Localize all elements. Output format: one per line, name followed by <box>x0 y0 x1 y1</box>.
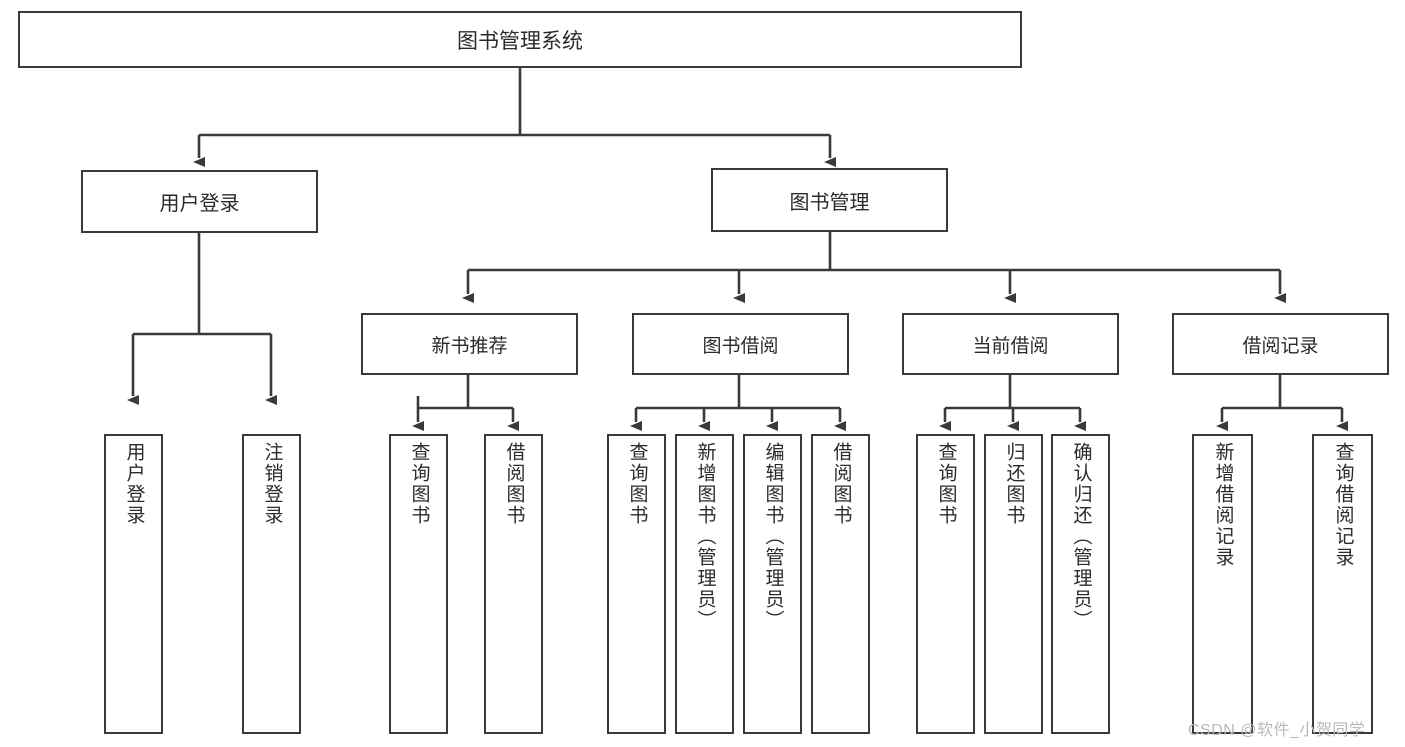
node-borrow-record[interactable]: 借阅记录 <box>1172 313 1389 375</box>
leaf-borrow-edit-book-label: 编辑图书（管理员） <box>762 442 784 631</box>
node-book-borrow[interactable]: 图书借阅 <box>632 313 849 375</box>
node-new-book-recommend[interactable]: 新书推荐 <box>361 313 578 375</box>
node-root-label: 图书管理系统 <box>457 29 583 53</box>
leaf-recommend-borrow-book[interactable]: 借阅图书 <box>484 434 543 734</box>
leaf-user-logout[interactable]: 注销登录 <box>242 434 301 734</box>
leaf-borrow-add-book-label: 新增图书（管理员） <box>694 442 716 631</box>
leaf-recommend-borrow-book-label: 借阅图书 <box>503 442 525 526</box>
leaf-borrow-borrow-book[interactable]: 借阅图书 <box>811 434 870 734</box>
leaf-user-logout-label: 注销登录 <box>261 442 283 526</box>
watermark: CSDN @软件_小贺同学 <box>1188 722 1366 739</box>
node-book-management-label: 图书管理 <box>789 191 870 214</box>
leaf-borrow-query-book[interactable]: 查询图书 <box>607 434 666 734</box>
leaf-current-confirm-return-label: 确认归还（管理员） <box>1070 442 1092 631</box>
leaf-record-add-record[interactable]: 新增借阅记录 <box>1192 434 1253 734</box>
leaf-current-query-book-label: 查询图书 <box>935 442 957 526</box>
node-borrow-record-label: 借阅记录 <box>1242 335 1319 357</box>
leaf-borrow-query-book-label: 查询图书 <box>626 442 648 526</box>
node-root[interactable]: 图书管理系统 <box>18 11 1022 68</box>
leaf-record-add-record-label: 新增借阅记录 <box>1212 442 1234 568</box>
leaf-current-query-book[interactable]: 查询图书 <box>916 434 975 734</box>
leaf-record-query-record-label: 查询借阅记录 <box>1332 442 1354 568</box>
node-current-borrow[interactable]: 当前借阅 <box>902 313 1119 375</box>
leaf-recommend-query-book[interactable]: 查询图书 <box>389 434 448 734</box>
leaf-recommend-query-book-label: 查询图书 <box>408 442 430 526</box>
leaf-borrow-edit-book[interactable]: 编辑图书（管理员） <box>743 434 802 734</box>
leaf-current-return-book-label: 归还图书 <box>1003 442 1025 526</box>
node-current-borrow-label: 当前借阅 <box>972 335 1049 357</box>
leaf-borrow-add-book[interactable]: 新增图书（管理员） <box>675 434 734 734</box>
leaf-record-query-record[interactable]: 查询借阅记录 <box>1312 434 1373 734</box>
leaf-current-return-book[interactable]: 归还图书 <box>984 434 1043 734</box>
leaf-borrow-borrow-book-label: 借阅图书 <box>830 442 852 526</box>
leaf-user-login-label: 用户登录 <box>123 442 145 526</box>
node-user-login[interactable]: 用户登录 <box>81 170 318 233</box>
node-book-management[interactable]: 图书管理 <box>711 168 948 232</box>
leaf-user-login[interactable]: 用户登录 <box>104 434 163 734</box>
node-book-borrow-label: 图书借阅 <box>702 335 779 357</box>
node-user-login-label: 用户登录 <box>159 193 240 215</box>
node-new-book-recommend-label: 新书推荐 <box>431 335 508 357</box>
leaf-current-confirm-return[interactable]: 确认归还（管理员） <box>1051 434 1110 734</box>
